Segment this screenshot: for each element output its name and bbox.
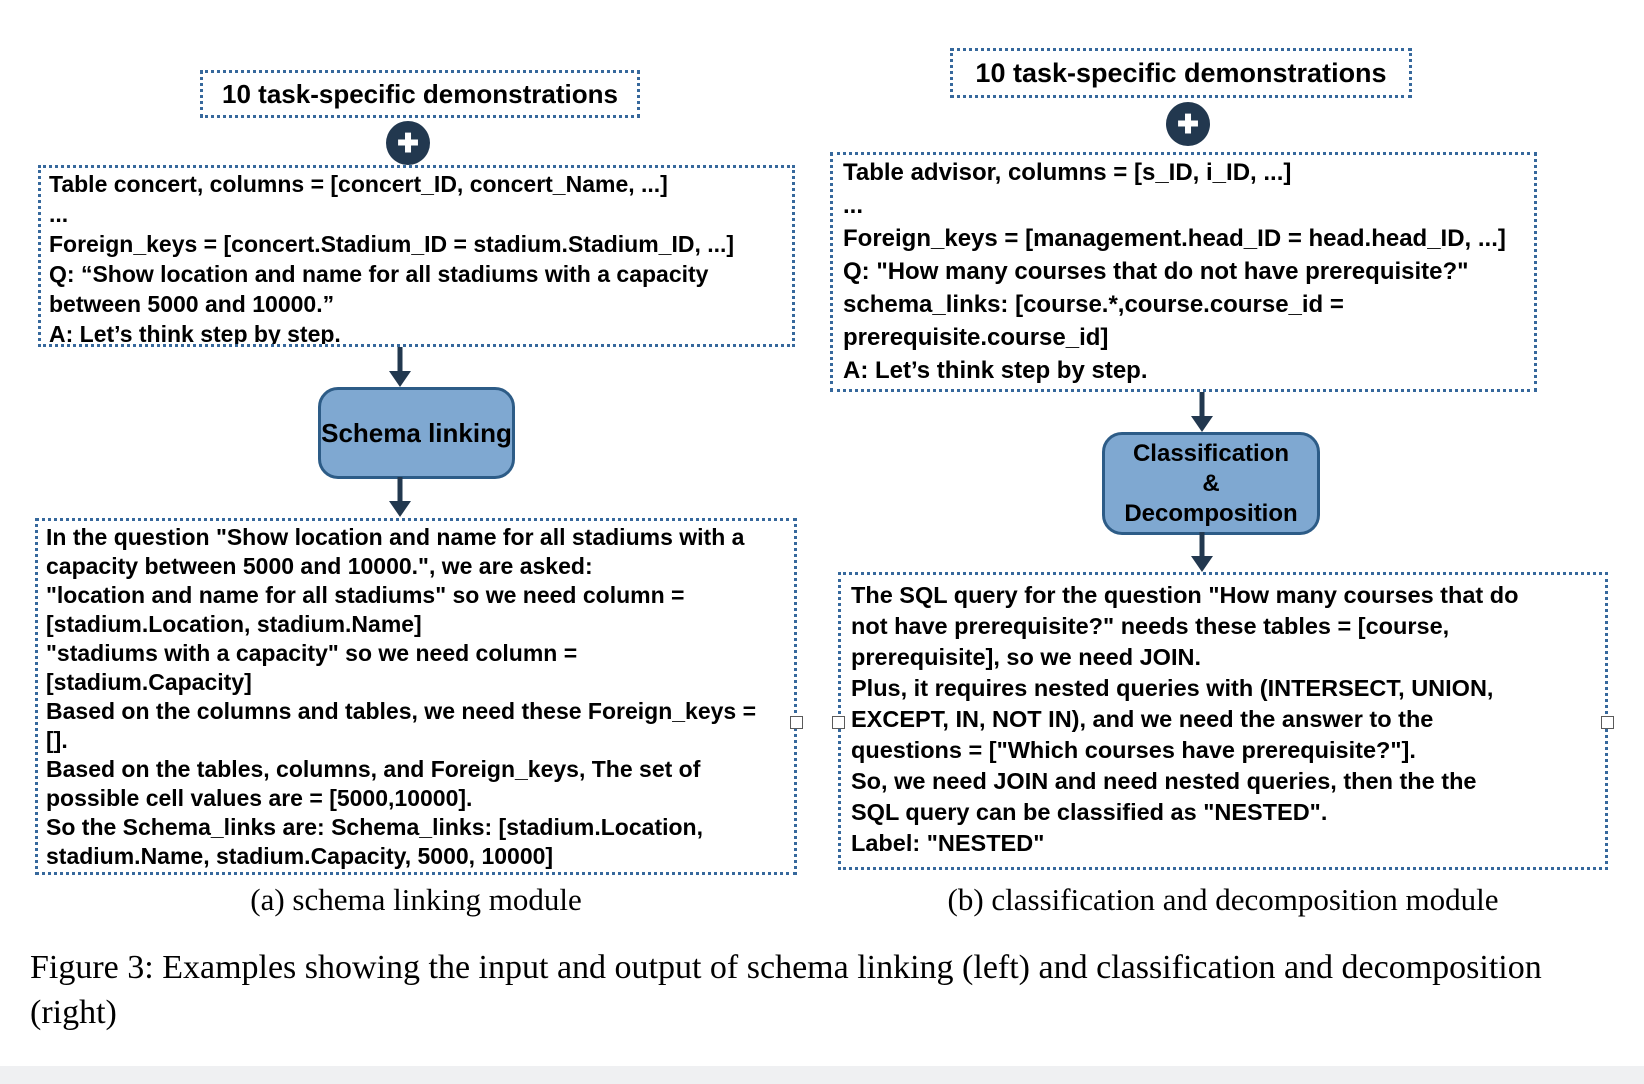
plus-glyph: ✚ (397, 128, 419, 158)
figure-caption: Figure 3: Examples showing the input and… (30, 949, 1542, 1031)
panel-a-demonstrations-label: 10 task-specific demonstrations (200, 70, 640, 118)
plus-icon: ✚ (1166, 102, 1210, 146)
arrow-down-icon (386, 477, 414, 522)
arrow-down-icon (386, 347, 414, 392)
page-bottom-band (0, 1066, 1644, 1084)
selection-handle[interactable] (790, 716, 803, 729)
schema-linking-node: Schema linking (318, 387, 515, 479)
panel-a-output-box: In the question "Show location and name … (35, 518, 797, 875)
arrow-down-icon (1188, 532, 1216, 577)
selection-handle[interactable] (1601, 716, 1614, 729)
plus-icon: ✚ (386, 121, 430, 165)
arrow-down-icon (1188, 392, 1216, 437)
panel-b-prompt-input-box: Table advisor, columns = [s_ID, i_ID, ..… (830, 152, 1537, 392)
panel-a-caption: (a) schema linking module (250, 882, 582, 917)
selection-handle[interactable] (832, 716, 845, 729)
panel-b-output-box: The SQL query for the question "How many… (838, 572, 1608, 870)
panel-b-demonstrations-label: 10 task-specific demonstrations (950, 48, 1412, 98)
classification-decomposition-node: Classification & Decomposition (1102, 432, 1320, 535)
panel-b-caption: (b) classification and decomposition mod… (947, 882, 1499, 917)
panel-a-prompt-input-box: Table concert, columns = [concert_ID, co… (38, 165, 795, 347)
plus-glyph: ✚ (1177, 109, 1199, 139)
